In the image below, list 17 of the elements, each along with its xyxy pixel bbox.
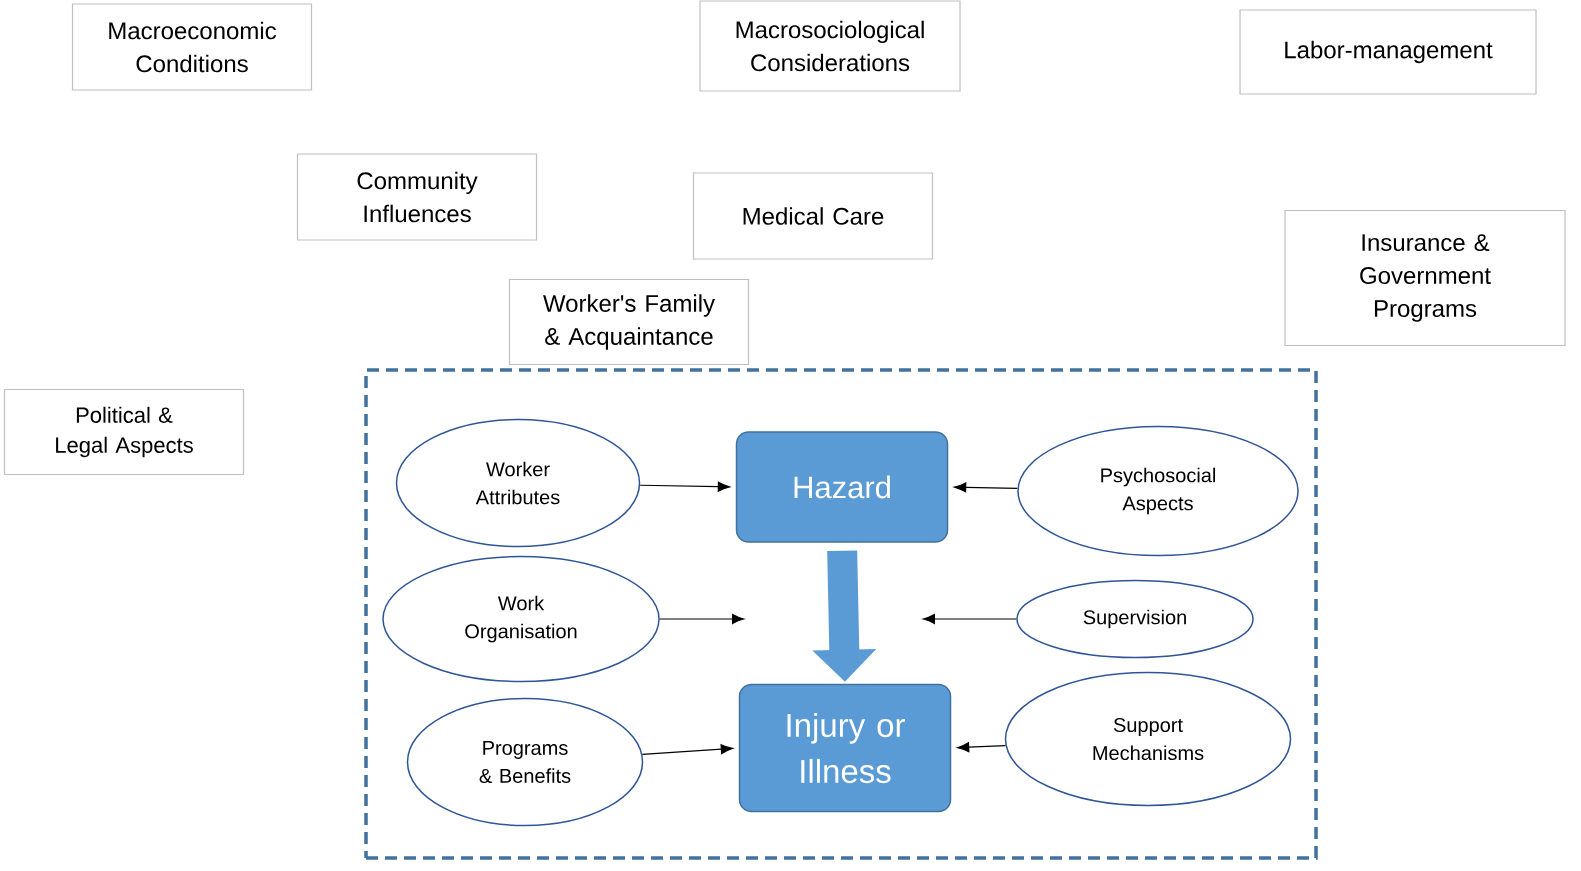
- outcome-box: Injury or Illness: [738, 683, 952, 813]
- arrow: [922, 614, 1017, 625]
- arrow: [639, 481, 730, 492]
- outcome-box: Hazard: [735, 431, 949, 543]
- arrow: [641, 744, 733, 755]
- factor-box: Worker's Family & Acquaintance: [508, 278, 750, 366]
- factor-box: Macrosociological Considerations: [699, 0, 961, 92]
- factor-box: Community Influences: [296, 153, 538, 241]
- factor-box: Medical Care: [692, 172, 934, 260]
- factor-box: Labor-management: [1239, 9, 1537, 95]
- factor-box: Macroeconomic Conditions: [71, 3, 313, 91]
- factor-box: Insurance & Government Programs: [1284, 209, 1566, 347]
- arrow: [954, 482, 1018, 493]
- arrow: [659, 614, 745, 625]
- factor-box: Political & Legal Aspects: [3, 388, 245, 476]
- dashed-boundary-box: [364, 368, 1318, 860]
- arrow: [957, 742, 1007, 753]
